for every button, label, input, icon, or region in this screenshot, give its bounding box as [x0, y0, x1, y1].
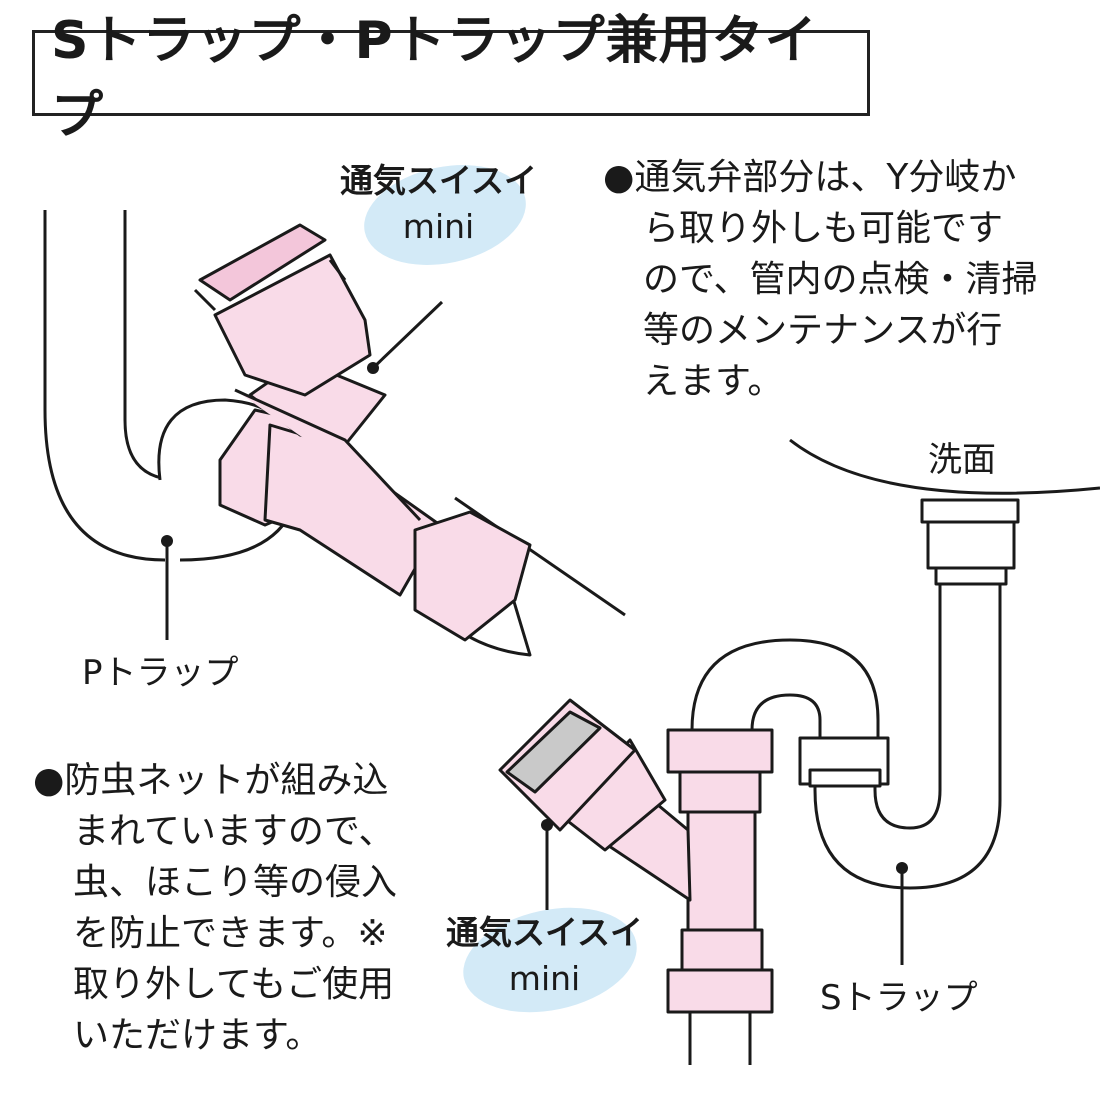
product-label-top: 通気スイスイ mini: [340, 158, 537, 250]
label-blob-top: [364, 165, 526, 265]
note-line: 取り外してもご使用: [73, 964, 395, 1005]
note-line: えます。: [643, 361, 784, 402]
note-line: を防止できます。※: [73, 913, 388, 954]
note-left: ●防虫ネットが組み込 まれていますので、 虫、ほこり等の侵入 を防止できます。※…: [33, 755, 397, 1061]
p-trap-y-fitting: [193, 223, 532, 642]
s-trap-label: Sトラップ: [820, 978, 978, 1018]
basin: [789, 438, 1100, 495]
product-name: 通気スイスイ: [446, 913, 644, 952]
note-top-right: ●通気弁部分は、Y分岐か ら取り外しも可能です ので、管内の点検・清掃 等のメン…: [603, 152, 1038, 407]
title-box: Sトラップ・Pトラップ兼用タイプ: [32, 11, 870, 146]
leader-top-product: [371, 300, 444, 370]
basin-drain: [920, 498, 1020, 586]
product-sub: mini: [508, 959, 581, 998]
product-name: 通気スイスイ: [340, 161, 538, 200]
s-trap: [690, 584, 1002, 890]
page-title: Sトラップ・Pトラップ兼用タイプ: [51, 11, 818, 146]
basin-label: 洗面: [928, 440, 996, 480]
note-line: ●防虫ネットが組み込: [33, 760, 389, 801]
note-line: ので、管内の点検・清掃: [643, 259, 1038, 300]
note-line: 虫、ほこり等の侵入: [73, 862, 398, 903]
note-line: いただけます。: [73, 1015, 322, 1056]
note-line: 等のメンテナンスが行: [643, 310, 1003, 351]
p-trap-label: Pトラップ: [82, 653, 239, 693]
note-line: ●通気弁部分は、Y分岐か: [603, 157, 1017, 198]
product-sub: mini: [402, 207, 475, 246]
label-blob-bottom: [463, 907, 637, 1013]
s-trap-outlet: [688, 1012, 752, 1065]
note-line: ら取り外しも可能です: [643, 208, 1004, 249]
product-label-bottom: 通気スイスイ mini: [446, 910, 643, 1002]
note-line: まれていますので、: [73, 811, 395, 852]
s-trap-y-fitting: [498, 698, 774, 1014]
